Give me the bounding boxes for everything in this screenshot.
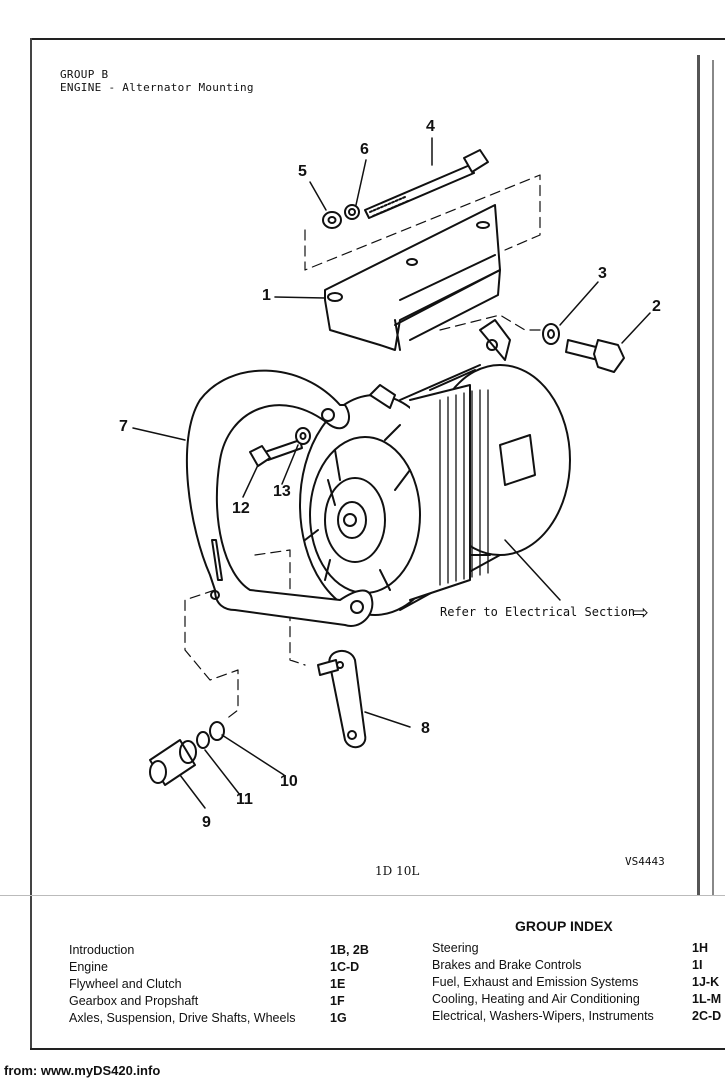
index-entry-label: Electrical, Washers-Wipers, Instruments (432, 1009, 654, 1023)
reference-code-right: VS4443 (625, 855, 665, 868)
callout-9: 9 (202, 814, 211, 831)
index-code[interactable]: 1E (330, 977, 346, 991)
source-footer: from: www.myDS420.info (4, 1063, 161, 1078)
index-code[interactable]: 1H (692, 941, 708, 955)
right-arrow-icon: ⇨ (632, 602, 649, 624)
electrical-section-reference: Refer to Electrical Section (440, 605, 636, 619)
link-bolt (249, 427, 311, 467)
leader-lines (132, 137, 651, 809)
page-frame-bottom (30, 1048, 725, 1050)
page-frame-left (30, 38, 32, 1050)
callout-12: 12 (232, 500, 250, 517)
section-title: ENGINE - Alternator Mounting (60, 81, 254, 94)
index-entry-electrical[interactable]: Electrical, Washers-Wipers, Instruments (432, 1008, 654, 1025)
pivot-bolt (542, 323, 625, 373)
index-entry-introduction[interactable]: Introduction (69, 942, 134, 959)
index-entry-gearbox[interactable]: Gearbox and Propshaft (69, 993, 198, 1010)
page-frame-top (30, 38, 725, 40)
index-code[interactable]: 1J-K (692, 975, 720, 989)
index-entry-label: Flywheel and Clutch (69, 977, 182, 991)
index-entry-label: Introduction (69, 943, 135, 957)
index-entry-label: Gearbox and Propshaft (69, 994, 199, 1008)
callout-5: 5 (298, 163, 307, 180)
callout-7: 7 (119, 418, 128, 435)
callout-2: 2 (652, 298, 661, 315)
index-code[interactable]: 1B, 2B (330, 943, 369, 957)
group-label: GROUP B (60, 68, 109, 81)
index-entry-axles[interactable]: Axles, Suspension, Drive Shafts, Wheels (69, 1010, 296, 1027)
binding-edge-rule (697, 55, 700, 895)
alternator-body (299, 319, 571, 616)
index-entry-label: Engine (69, 960, 108, 974)
lower-bracket (317, 650, 367, 749)
callout-3: 3 (598, 265, 607, 282)
index-code[interactable]: 1I (692, 958, 703, 972)
binding-edge-rule-2 (712, 60, 714, 895)
index-entry-fuel[interactable]: Fuel, Exhaust and Emission Systems (432, 974, 638, 991)
index-entry-engine[interactable]: Engine (69, 959, 108, 976)
callout-8: 8 (421, 720, 430, 737)
spacer-washers (149, 721, 225, 786)
index-code[interactable]: 1L-M (692, 992, 722, 1006)
index-code[interactable]: 1G (330, 1011, 347, 1025)
callout-10: 10 (280, 773, 298, 790)
index-code[interactable]: 1C-D (330, 960, 360, 974)
index-entry-cooling[interactable]: Cooling, Heating and Air Conditioning (432, 991, 640, 1008)
callout-1: 1 (262, 287, 271, 304)
page-header: GROUP B ENGINE - Alternator Mounting (60, 68, 254, 94)
long-bolt (364, 149, 489, 219)
section-divider (0, 895, 725, 896)
index-entry-label: Axles, Suspension, Drive Shafts, Wheels (69, 1011, 296, 1025)
callout-11: 11 (236, 791, 253, 808)
reference-code-center: 1D 10L (375, 864, 420, 878)
index-entry-label: Fuel, Exhaust and Emission Systems (432, 975, 639, 989)
callout-4: 4 (426, 118, 435, 135)
index-entry-label: Brakes and Brake Controls (432, 958, 582, 972)
index-code[interactable]: 2C-D (692, 1009, 722, 1023)
group-index-title: GROUP INDEX (515, 918, 613, 934)
alternator-mounting-diagram (132, 137, 651, 809)
callout-13: 13 (273, 483, 291, 500)
index-code[interactable]: 1F (330, 994, 345, 1008)
index-entry-flywheel[interactable]: Flywheel and Clutch (69, 976, 182, 993)
index-entry-label: Steering (432, 941, 479, 955)
alternator-bracket (324, 204, 501, 351)
adjusting-link (185, 369, 374, 627)
index-entry-brakes[interactable]: Brakes and Brake Controls (432, 957, 581, 974)
index-entry-steering[interactable]: Steering (432, 940, 479, 957)
callout-6: 6 (360, 141, 369, 158)
index-entry-label: Cooling, Heating and Air Conditioning (432, 992, 640, 1006)
